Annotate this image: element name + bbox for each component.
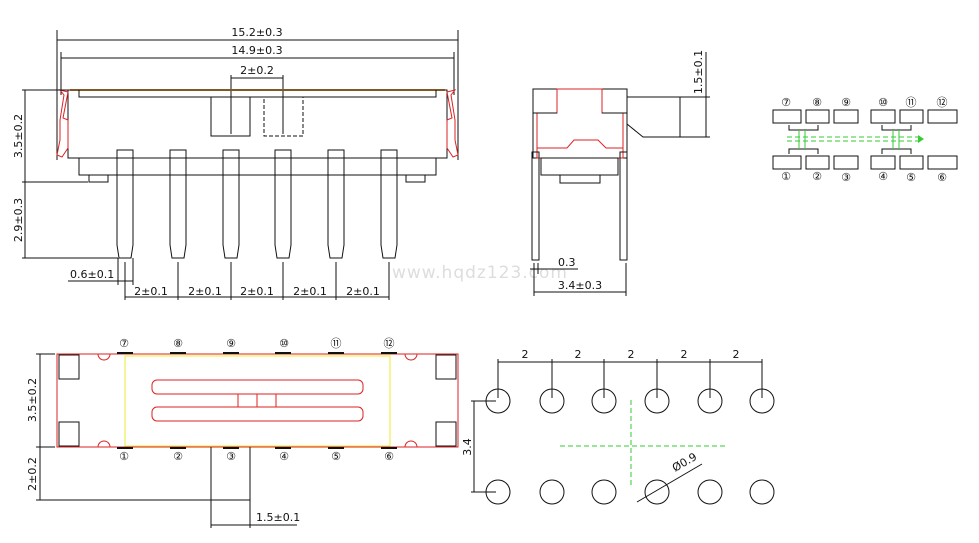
pin-width-label: 0.6±0.1 [70, 268, 114, 281]
pin-label: ⑤ [331, 450, 341, 463]
pin-label: ④ [878, 170, 888, 183]
pin-label: ③ [226, 450, 236, 463]
pin-label: ⑫ [384, 337, 395, 350]
pin-label: ⑧ [173, 337, 183, 350]
pin-label: ⑨ [841, 96, 851, 109]
actuator-side [626, 96, 681, 138]
body-length-label: 14.9±0.3 [231, 44, 282, 57]
pin-label: ⑩ [878, 96, 888, 109]
pitch-label: 2±0.1 [240, 285, 274, 298]
pitch-label: 2 [681, 348, 688, 361]
pitch-label: 2 [628, 348, 635, 361]
pitch-label: 2±0.1 [188, 285, 222, 298]
pin-label: ⑤ [906, 171, 916, 184]
row-spacing-label: 3.4±0.3 [558, 279, 602, 292]
actuator [210, 96, 251, 137]
pitch-label: 2 [522, 348, 529, 361]
pin-label: ⑪ [906, 96, 917, 109]
protrusion-label: 2±0.2 [26, 457, 39, 491]
pcb-footprint: 2 2 2 2 2 3.4 Ø0.9 [461, 348, 775, 505]
front-view: 15.2±0.3 14.9±0.3 2±0.2 3.5±0.2 2.9±0.3 [12, 26, 459, 300]
actuator-height-label: 1.5±0.1 [692, 50, 705, 94]
actuator-tab [210, 447, 251, 501]
pitch-label: 2±0.1 [134, 285, 168, 298]
circuit-schematic: ⑦ ⑧ ⑨ ⑩ ⑪ ⑫ ① ② ③ ④ ⑤ ⑥ [772, 96, 958, 184]
pins [116, 149, 398, 259]
pin-label: ⑦ [781, 96, 791, 109]
pin-label: ① [119, 450, 129, 463]
pin-label: ⑩ [279, 337, 289, 350]
pin-label: ⑧ [812, 96, 822, 109]
pin-label: ④ [279, 450, 289, 463]
pitch-label: 2 [733, 348, 740, 361]
pin-label: ② [173, 450, 183, 463]
bottom-view: ⑦ ⑧ ⑨ ⑩ ⑪ ⑫ ① ② ③ ④ ⑤ ⑥ 3.5±0.2 2±0.2 1.… [26, 337, 459, 528]
watermark: www.hqdz123.com [392, 263, 568, 283]
direction-arrow-icon [918, 135, 924, 143]
pin-label: ⑥ [384, 450, 394, 463]
pin-label: ① [781, 170, 791, 183]
pin-label: ⑪ [331, 337, 342, 350]
pin-thickness-label: 0.3 [558, 256, 576, 269]
side-view: 1.5±0.1 0.3 3.4±0.3 [530, 50, 710, 296]
pin-length-label: 2.9±0.3 [12, 198, 25, 242]
holes [485, 388, 775, 505]
pin-label: ⑦ [119, 337, 129, 350]
pitch-label: 2 [575, 348, 582, 361]
pitch-label: 2±0.1 [293, 285, 327, 298]
pin-label: ⑥ [937, 171, 947, 184]
body-width-label: 3.5±0.2 [26, 378, 39, 422]
pin-label: ③ [841, 171, 851, 184]
pin-label: ⑨ [226, 337, 236, 350]
actuator-width-label: 1.5±0.1 [256, 511, 300, 524]
pin-label: ⑫ [937, 96, 948, 109]
body-height-label: 3.5±0.2 [12, 114, 25, 158]
pin-label: ② [812, 170, 822, 183]
travel-label: 2±0.2 [240, 64, 274, 77]
hole-diameter-label: Ø0.9 [670, 450, 699, 474]
row-spacing-label: 3.4 [461, 438, 474, 456]
overall-length-label: 15.2±0.3 [231, 26, 282, 39]
actuator-alt-position [263, 96, 304, 137]
pitch-label: 2±0.1 [346, 285, 380, 298]
